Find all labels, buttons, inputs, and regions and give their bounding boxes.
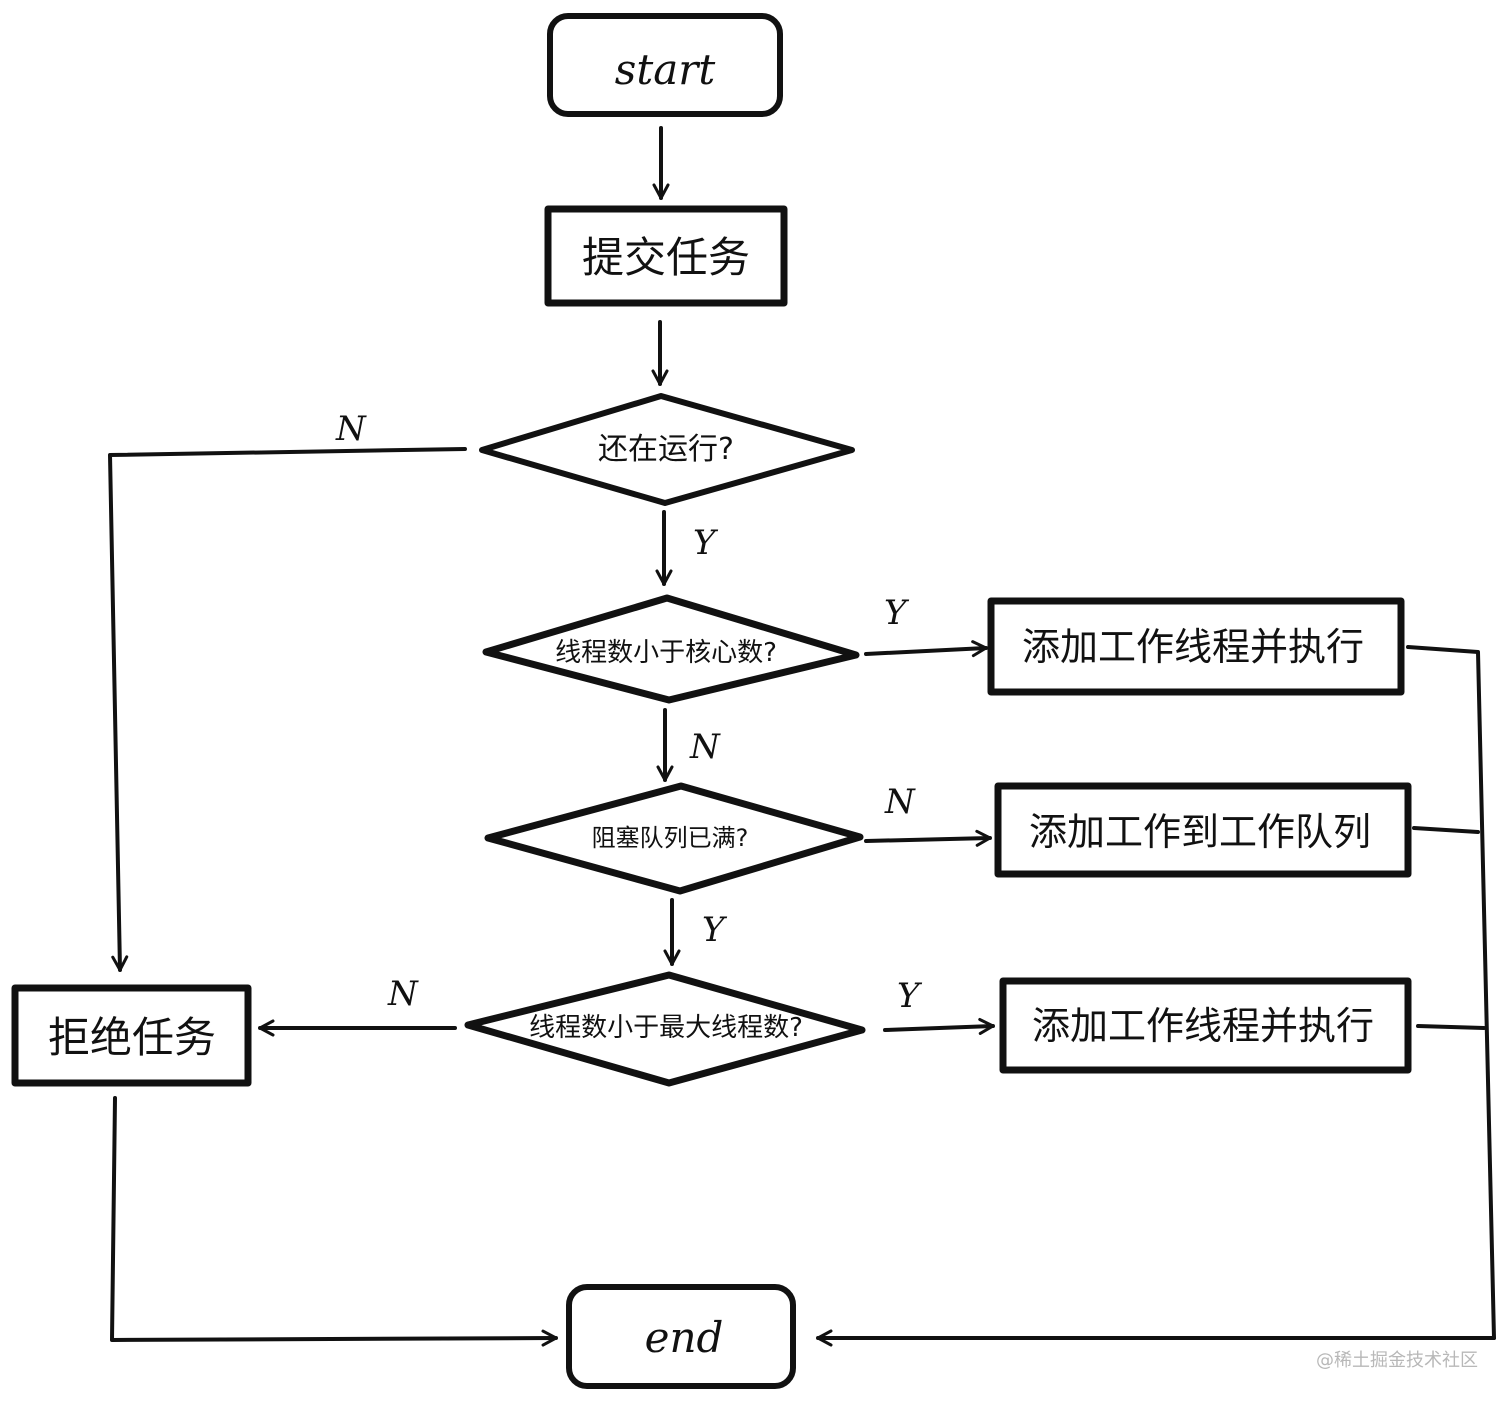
connectors (108, 126, 1496, 1347)
right-collector-line (1406, 645, 1496, 1340)
arrow-max-to-add-worker-2 (883, 1017, 995, 1035)
label-max-no: N (387, 974, 419, 1014)
submit-task-node: 提交任务 (544, 205, 788, 307)
less-than-max-decision: 线程数小于最大线程数? (464, 971, 866, 1087)
less-than-core-decision: 线程数小于核心数? (482, 594, 860, 704)
reject-task-node: 拒绝任务 (11, 984, 252, 1087)
start-node: start (547, 13, 783, 117)
arrow-core-to-add-worker-1 (864, 640, 988, 658)
is-running-label: 还在运行? (598, 432, 734, 467)
reject-task-label: 拒绝任务 (48, 1013, 216, 1062)
add-to-queue-node: 添加工作到工作队列 (994, 782, 1412, 878)
arrow-running-no-to-reject (108, 447, 467, 972)
collector-from-add-queue (1412, 826, 1480, 834)
add-to-queue-label: 添加工作到工作队列 (1029, 810, 1371, 854)
arrow-reject-to-end (110, 1096, 558, 1347)
label-core-no: N (689, 727, 721, 767)
queue-full-label: 阻塞队列已满? (592, 824, 749, 852)
label-running-no: N (335, 409, 367, 449)
queue-full-decision: 阻塞队列已满? (484, 782, 864, 895)
label-running-yes: Y (693, 523, 719, 563)
add-worker-2-node: 添加工作线程并执行 (999, 977, 1412, 1074)
watermark-text: @稀土掘金技术社区 (1316, 1350, 1478, 1371)
less-than-core-label: 线程数小于核心数? (555, 638, 777, 668)
label-max-yes: Y (897, 976, 923, 1016)
submit-task-label: 提交任务 (582, 233, 750, 282)
add-worker-2-label: 添加工作线程并执行 (1032, 1004, 1374, 1048)
less-than-max-label: 线程数小于最大线程数? (529, 1013, 803, 1043)
is-running-decision: 还在运行? (479, 393, 855, 506)
add-worker-1-node: 添加工作线程并执行 (987, 597, 1405, 696)
label-queue-no: N (884, 782, 916, 822)
add-worker-1-label: 添加工作线程并执行 (1022, 625, 1364, 669)
arrow-queue-to-add-queue (864, 829, 992, 847)
label-queue-yes: Y (702, 910, 728, 950)
label-core-yes: Y (884, 593, 910, 633)
end-node: end (566, 1284, 796, 1389)
collector-from-add-worker-2 (1416, 1024, 1486, 1030)
end-label: end (645, 1313, 724, 1362)
start-label: start (615, 45, 716, 94)
